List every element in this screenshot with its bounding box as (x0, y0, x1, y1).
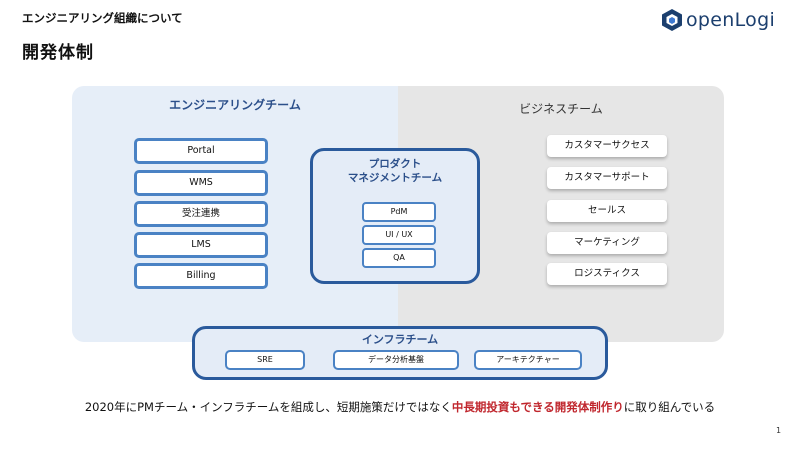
pm-team-title-line2: マネジメントチーム (347, 172, 443, 184)
infra-team-title: インフラチーム (361, 333, 439, 346)
business-item: セールス (547, 200, 667, 222)
summary-after: に取り組んでいる (623, 400, 716, 414)
engineering-item: Portal (134, 138, 268, 164)
business-team-title: ビジネスチーム (519, 102, 603, 116)
page-number: 1 (776, 426, 782, 435)
page-title: 開発体制 (22, 43, 94, 63)
pm-item: QA (362, 248, 436, 268)
pm-team-title: プロダクト マネジメントチーム (310, 157, 480, 185)
logo-mark-icon (662, 9, 682, 31)
infra-item: アーキテクチャー (474, 350, 582, 370)
summary-before: 2020年にPMチーム・インフラチームを組成し、短期施策だけではなく (84, 400, 452, 414)
summary-highlight: 中長期投資もできる開発体制作り (451, 400, 624, 414)
business-item: ロジスティクス (547, 263, 667, 285)
company-logo: openLogi (661, 8, 775, 32)
business-item: カスタマーサポート (547, 167, 667, 189)
engineering-team-title: エンジニアリングチーム (169, 98, 301, 112)
pm-item: PdM (362, 202, 436, 222)
business-item: マーケティング (547, 232, 667, 254)
business-item: カスタマーサクセス (547, 135, 667, 157)
engineering-item: 受注連携 (134, 201, 268, 227)
section-label: エンジニアリング組織について (22, 11, 183, 25)
engineering-item: Billing (134, 263, 268, 289)
engineering-item: WMS (134, 170, 268, 196)
infra-item: データ分析基盤 (333, 350, 459, 370)
pm-team-title-line1: プロダクト (368, 158, 422, 170)
summary-text: 2020年にPMチーム・インフラチームを組成し、短期施策だけではなく中長期投資も… (0, 399, 800, 415)
logo-text: openLogi (686, 9, 776, 31)
engineering-item: LMS (134, 232, 268, 258)
pm-item: UI / UX (362, 225, 436, 245)
infra-item: SRE (225, 350, 305, 370)
